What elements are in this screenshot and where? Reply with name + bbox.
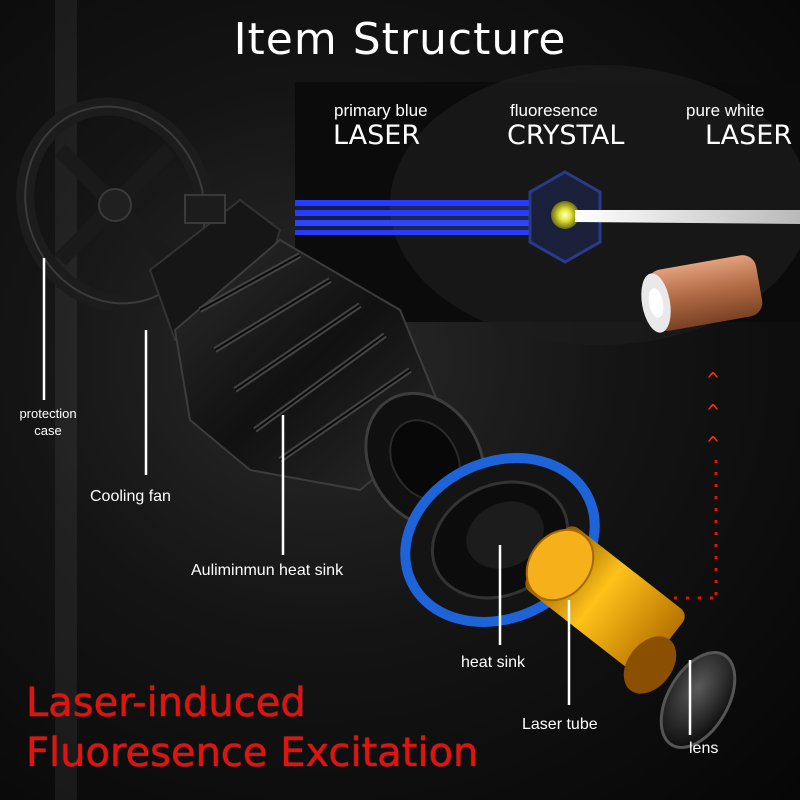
white-laser-title: LASER: [705, 120, 793, 151]
crystal-hexagon: [528, 170, 602, 264]
label-laser-tube: Laser tube: [522, 716, 598, 733]
lens: [659, 651, 737, 749]
label-heat-sink: heat sink: [461, 654, 526, 671]
crystal-title: CRYSTAL: [507, 120, 625, 151]
crystal-caption: fluoresence: [510, 101, 598, 120]
primary-laser-caption: primary blue: [334, 101, 428, 120]
page-title: Item Structure: [233, 14, 567, 65]
label-protection-case: protection case: [19, 406, 77, 438]
label-alu-heat-sink: Auliminmun heat sink: [191, 562, 344, 579]
up-arrow-icon: ^: [707, 400, 720, 424]
red-dotted-guide: [650, 460, 718, 600]
copper-cylinder: [641, 255, 763, 333]
blue-laser-beams: [295, 200, 550, 235]
protection-case: [16, 97, 214, 313]
white-laser-caption: pure white: [686, 101, 765, 120]
light-streak: [55, 0, 77, 800]
label-cooling-fan: Cooling fan: [90, 488, 171, 505]
up-arrow-icon: ^: [707, 368, 720, 392]
label-lens: lens: [689, 740, 719, 757]
leader-lines: [42, 258, 692, 735]
up-arrow-icon: ^: [707, 432, 720, 456]
headline-line-1: Laser-induced: [26, 680, 306, 726]
white-laser-beam: [575, 210, 800, 224]
aluminium-heat-sink: [173, 238, 486, 529]
primary-laser-title: LASER: [333, 120, 421, 151]
headline-line-2: Fluoresence Excitation: [26, 730, 479, 776]
laser-tube: [525, 526, 685, 694]
